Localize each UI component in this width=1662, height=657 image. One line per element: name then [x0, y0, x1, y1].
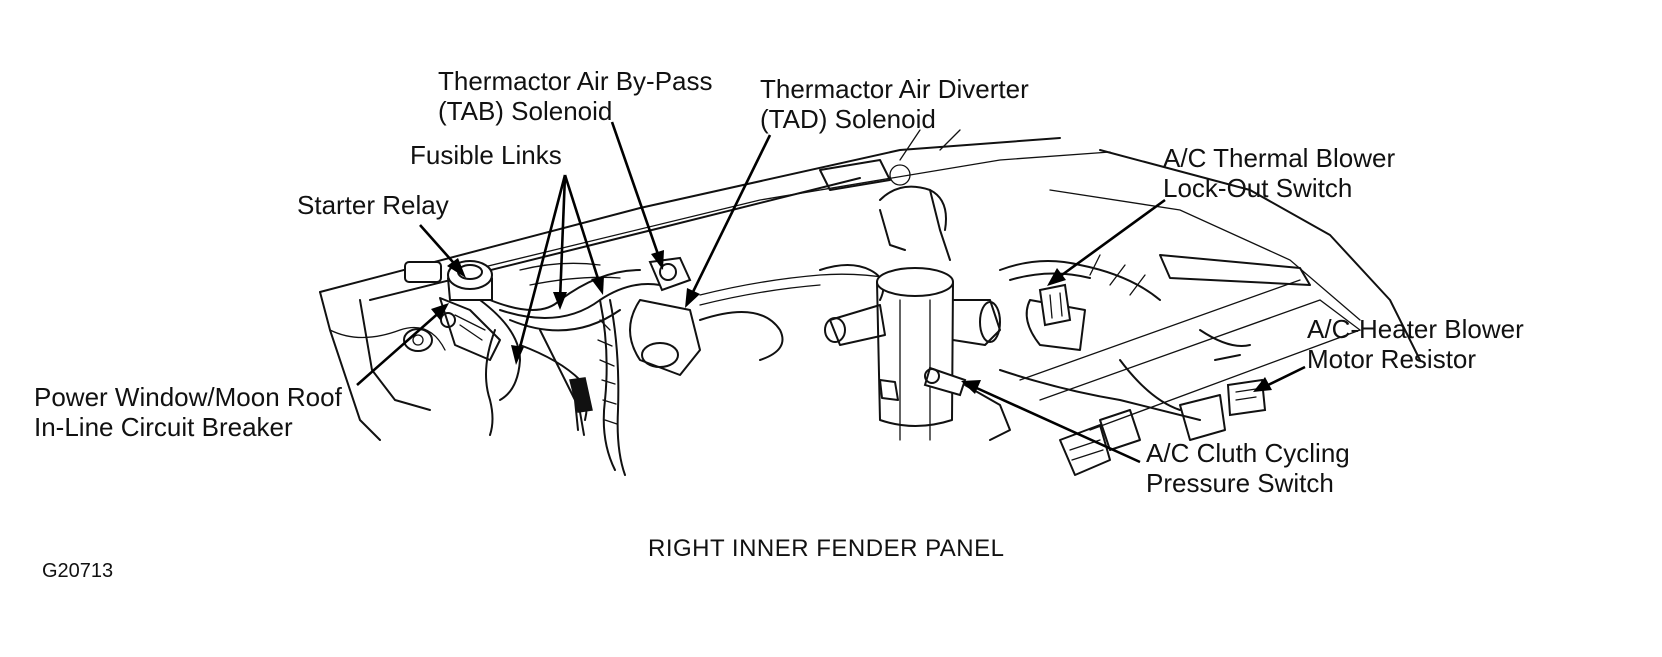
label-resistor-line2: Motor Resistor [1307, 344, 1477, 374]
label-pressure-line1: A/C Cluth Cycling [1146, 438, 1350, 468]
pressure-switch-part [923, 366, 1011, 441]
label-pressure-switch: A/C Cluth Cycling Pressure Switch [1146, 438, 1350, 498]
figure-id: G20713 [42, 560, 114, 582]
label-blower-resistor: A/C-Heater Blower Motor Resistor [1307, 314, 1524, 374]
lower-connectors [999, 359, 1201, 476]
label-breaker-line1: Power Window/Moon Roof [34, 382, 342, 412]
figure-caption: RIGHT INNER FENDER PANEL [648, 535, 1005, 562]
blower-resistor-part [1179, 329, 1267, 441]
label-resistor-line1: A/C-Heater Blower [1307, 314, 1524, 344]
circuit-breaker-part [439, 297, 501, 361]
tad-solenoid-part [819, 129, 961, 346]
label-tab-line1: Thermactor Air By-Pass [438, 66, 713, 96]
label-thermal-line2: Lock-Out Switch [1163, 173, 1353, 203]
label-thermal-line1: A/C Thermal Blower [1163, 143, 1396, 173]
label-tad-solenoid: Thermactor Air Diverter (TAD) Solenoid [760, 74, 1029, 134]
accumulator-canister [876, 267, 1001, 441]
label-fusible-links-text: Fusible Links [410, 140, 562, 170]
label-tad-line1: Thermactor Air Diverter [760, 74, 1029, 104]
starter-relay-part [404, 260, 493, 301]
label-starter-relay-text: Starter Relay [297, 190, 449, 220]
label-tab-solenoid: Thermactor Air By-Pass (TAB) Solenoid [438, 66, 713, 126]
label-circuit-breaker: Power Window/Moon Roof In-Line Circuit B… [34, 382, 342, 442]
label-tad-line2: (TAD) Solenoid [760, 104, 936, 134]
label-thermal-switch: A/C Thermal Blower Lock-Out Switch [1163, 143, 1395, 203]
wiring-harness [479, 262, 661, 476]
label-starter-relay: Starter Relay [297, 190, 449, 220]
tab-solenoid-part [629, 256, 901, 376]
label-fusible-links: Fusible Links [410, 140, 562, 170]
thermal-switch-part [999, 254, 1161, 351]
leader-lines [356, 121, 1306, 464]
label-tab-line2: (TAB) Solenoid [438, 96, 613, 126]
label-breaker-line2: In-Line Circuit Breaker [34, 412, 293, 442]
label-pressure-line2: Pressure Switch [1146, 468, 1334, 498]
